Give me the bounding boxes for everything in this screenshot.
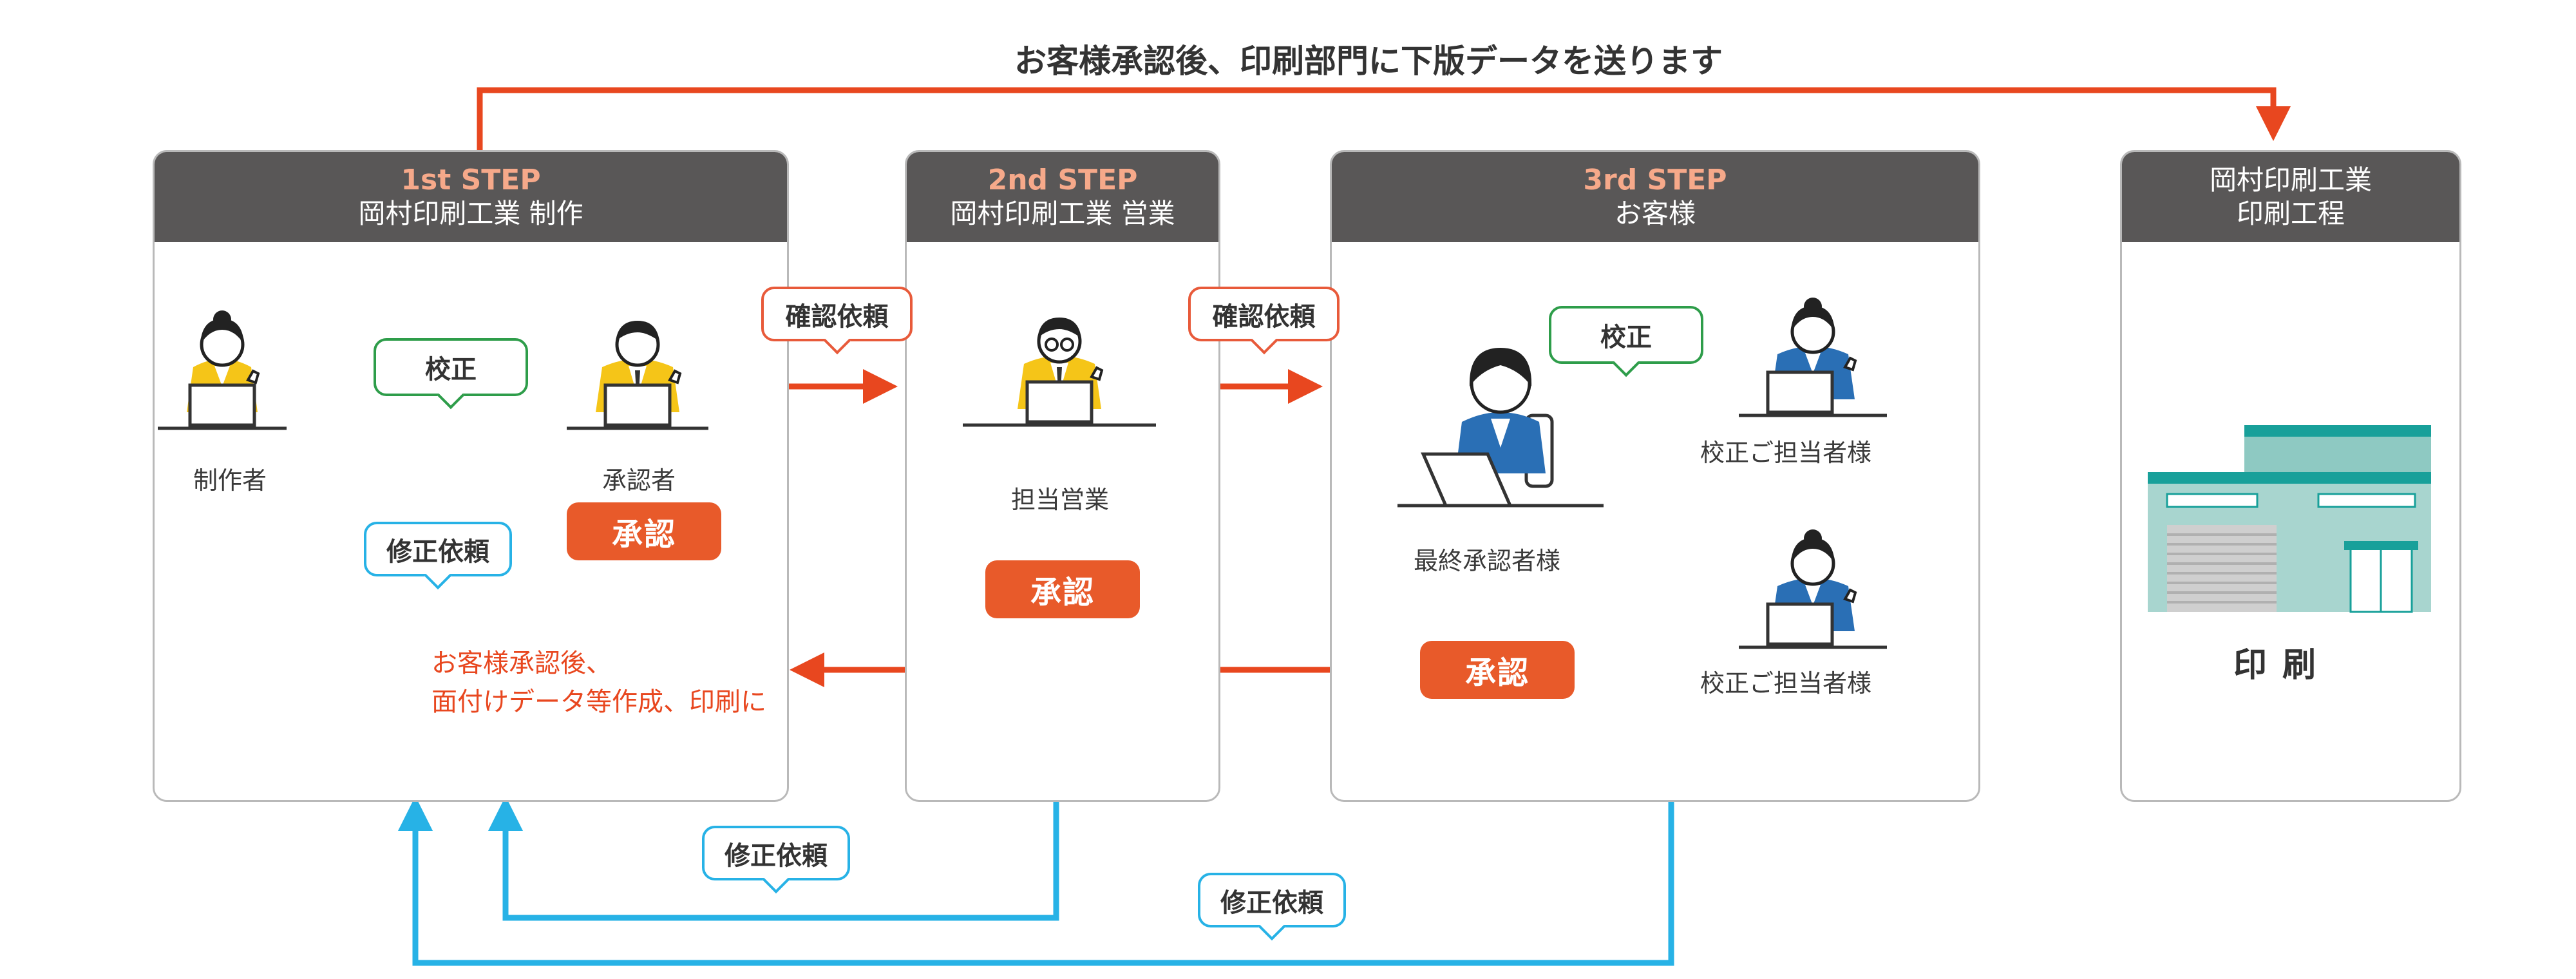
panel-title: 岡村印刷工業	[2209, 164, 2372, 196]
fix-request-bubble-bottom-2: 修正依頼	[1198, 873, 1346, 927]
proofreader-2-person-icon	[1739, 529, 1887, 649]
panel-subtitle: 岡村印刷工業 営業	[950, 198, 1175, 230]
panel-title: 印刷工程	[2236, 198, 2345, 229]
panel-step2-header: 2nd STEP 岡村印刷工業 営業	[907, 152, 1218, 242]
panel-subtitle: お客様	[1614, 198, 1696, 230]
step-label: 1st STEP	[401, 163, 541, 196]
proof-bubble-step3: 校正	[1549, 306, 1703, 364]
arrow-fix-from-step3	[398, 796, 1674, 966]
panel-step1: 1st STEP 岡村印刷工業 制作	[153, 150, 789, 802]
production-note-line2: 面付けデータ等作成、印刷に	[431, 687, 766, 717]
confirm-request-bubble-1: 確認依頼	[761, 287, 913, 341]
panel-printing-header: 岡村印刷工業 印刷工程	[2122, 152, 2459, 242]
top-note: お客様承認後、印刷部門に下版データを送ります	[1014, 43, 1723, 80]
approver-person-icon	[567, 321, 708, 430]
final-approver-person-icon	[1397, 348, 1604, 508]
proofreader-1-label: 校正ご担当者様	[1700, 439, 1872, 467]
creator-label: 制作者	[193, 466, 267, 495]
fix-request-bubble-step1: 修正依頼	[364, 522, 512, 576]
arrow-fix-from-step2	[488, 796, 1059, 921]
panel-step1-header: 1st STEP 岡村印刷工業 制作	[155, 152, 787, 242]
approval-badge-step1: 承認	[567, 502, 721, 560]
panel-step3-header: 3rd STEP お客様	[1332, 152, 1978, 242]
proofreader-1-person-icon	[1739, 298, 1887, 417]
approver-label: 承認者	[602, 466, 676, 495]
print-label: 印刷	[2233, 646, 2332, 685]
proof-bubble-step1: 校正	[374, 338, 528, 396]
final-approver-label: 最終承認者様	[1414, 547, 1561, 575]
sales-label: 担当営業	[1011, 486, 1110, 514]
arrow-top-to-printing	[477, 87, 2291, 151]
proofreader-2-label: 校正ご担当者様	[1700, 669, 1872, 698]
confirm-request-bubble-2: 確認依頼	[1188, 287, 1340, 341]
panel-step2: 2nd STEP 岡村印刷工業 営業	[905, 150, 1220, 802]
step-label: 3rd STEP	[1583, 163, 1727, 196]
sales-person-icon	[963, 318, 1156, 427]
print-factory-icon	[2148, 425, 2431, 613]
creator-person-icon	[158, 310, 287, 430]
approval-badge-step3: 承認	[1420, 641, 1575, 699]
panel-subtitle: 岡村印刷工業 制作	[358, 198, 583, 230]
approval-badge-step2: 承認	[985, 560, 1140, 618]
step-label: 2nd STEP	[987, 163, 1138, 196]
production-note: お客様承認後、 面付けデータ等作成、印刷に	[431, 644, 766, 721]
production-note-line1: お客様承認後、	[431, 649, 612, 678]
fix-request-bubble-bottom-1: 修正依頼	[702, 826, 850, 880]
